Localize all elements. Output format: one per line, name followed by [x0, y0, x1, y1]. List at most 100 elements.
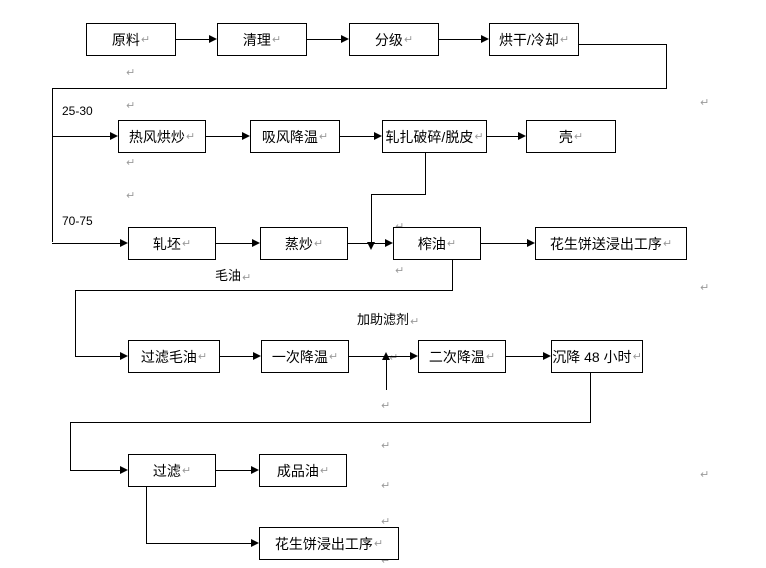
edge-filtercrude-cool1	[220, 356, 253, 357]
node-drycool[interactable]: 烘干/冷却↵	[489, 23, 579, 56]
edge-filter-product	[216, 470, 251, 471]
arrowhead-icon	[527, 239, 535, 247]
node-settle-label: 沉降 48 小时	[552, 348, 632, 365]
node-shell-label: 壳	[558, 128, 573, 145]
node-product-label: 成品油	[276, 462, 319, 479]
edge-label-crude-oil: 毛油↵	[215, 269, 251, 284]
node-steamfry-label: 蒸炒	[284, 235, 313, 252]
paragraph-mark-icon: ↵	[181, 465, 192, 477]
paragraph-mark-icon: ↵	[197, 351, 208, 363]
node-raw-label: 原料	[111, 31, 140, 48]
node-cool2-label: 二次降温	[428, 348, 485, 365]
edge-press-down-vert	[452, 260, 453, 291]
arrowhead-icon	[251, 539, 259, 547]
node-filter-label: 过滤	[152, 462, 181, 479]
arrowhead-icon	[209, 35, 217, 43]
paragraph-mark-icon: ↵	[126, 190, 136, 202]
node-cake2[interactable]: 花生饼浸出工序↵	[259, 527, 399, 560]
arrowhead-icon	[120, 466, 128, 474]
node-crush-label: 轧扎破碎/脱皮	[385, 128, 474, 145]
paragraph-mark-icon: ↵	[559, 34, 570, 46]
edge-crush-shell	[487, 136, 518, 137]
paragraph-mark-icon: ↵	[700, 97, 710, 109]
paragraph-mark-icon: ↵	[395, 265, 405, 277]
edge-drycool-return-vert	[666, 44, 667, 89]
arrowhead-icon	[251, 466, 259, 474]
arrowhead-icon	[374, 132, 382, 140]
node-cake1[interactable]: 花生饼送浸出工序↵	[535, 227, 687, 260]
node-hotroast[interactable]: 热风烘炒↵	[118, 120, 206, 153]
node-settle[interactable]: 沉降 48 小时↵	[551, 340, 643, 373]
node-flake-label: 轧坯	[152, 235, 181, 252]
edge-clean-grade	[307, 39, 341, 40]
node-shell[interactable]: 壳↵	[526, 120, 616, 153]
node-grade-label: 分级	[374, 31, 403, 48]
paragraph-mark-icon: ↵	[389, 352, 399, 364]
edge-cool2-settle	[506, 356, 543, 357]
node-filter[interactable]: 过滤↵	[128, 454, 216, 487]
edge-crush-down-horiz	[371, 194, 426, 195]
paragraph-mark-icon: ↵	[126, 157, 136, 169]
paragraph-mark-icon: ↵	[700, 282, 710, 294]
paragraph-mark-icon: ↵	[381, 440, 391, 452]
paragraph-mark-icon: ↵	[381, 516, 391, 528]
edge-filter-to-cake2-horiz	[146, 543, 251, 544]
node-steamfry[interactable]: 蒸炒↵	[260, 227, 348, 260]
arrowhead-icon	[341, 35, 349, 43]
edge-raw-clean	[176, 39, 209, 40]
node-clean[interactable]: 清理↵	[217, 23, 307, 56]
node-cake2-label: 花生饼浸出工序	[274, 535, 373, 552]
node-press[interactable]: 榨油↵	[393, 227, 481, 260]
edge-drycool-return-top	[579, 44, 667, 45]
arrowhead-icon	[120, 352, 128, 360]
node-crush[interactable]: 轧扎破碎/脱皮↵	[382, 120, 487, 153]
node-cool2[interactable]: 二次降温↵	[418, 340, 506, 373]
node-cake1-label: 花生饼送浸出工序	[549, 235, 662, 252]
arrowhead-icon	[385, 239, 393, 247]
arrowhead-icon	[110, 132, 118, 140]
arrowhead-icon	[252, 239, 260, 247]
edge-grade-drycool	[439, 39, 481, 40]
paragraph-mark-icon: ↵	[410, 316, 420, 328]
edge-drycool-return-bottom	[52, 88, 667, 89]
node-product[interactable]: 成品油↵	[259, 454, 347, 487]
paragraph-mark-icon: ↵	[373, 538, 384, 550]
node-cool1-label: 一次降温	[271, 348, 328, 365]
arrowhead-icon	[242, 132, 250, 140]
edge-press-down-horiz	[75, 290, 453, 291]
paragraph-mark-icon: ↵	[700, 469, 710, 481]
paragraph-mark-icon: ↵	[381, 480, 391, 492]
edge-label-filter-aid-text: 加助滤剂	[357, 312, 410, 327]
edge-hotroast-aircool	[206, 136, 242, 137]
node-cool1[interactable]: 一次降温↵	[261, 340, 349, 373]
paragraph-mark-icon: ↵	[328, 351, 339, 363]
node-raw[interactable]: 原料↵	[86, 23, 176, 56]
edge-filter-aid-vert	[386, 360, 387, 390]
arrowhead-icon	[367, 242, 375, 250]
arrowhead-icon	[410, 352, 418, 360]
paragraph-mark-icon: ↵	[573, 131, 584, 143]
node-flake[interactable]: 轧坯↵	[128, 227, 216, 260]
node-drycool-label: 烘干/冷却	[498, 31, 559, 48]
paragraph-mark-icon: ↵	[381, 400, 391, 412]
node-grade[interactable]: 分级↵	[349, 23, 439, 56]
node-filtercrude-label: 过滤毛油	[140, 348, 197, 365]
edge-feeder-spine	[52, 88, 53, 242]
paragraph-mark-icon: ↵	[381, 555, 391, 567]
paragraph-mark-icon: ↵	[632, 351, 642, 363]
edge-into-filter	[70, 470, 120, 471]
edge-spine-flake	[52, 243, 120, 244]
paragraph-mark-icon: ↵	[319, 465, 330, 477]
paragraph-mark-icon: ↵	[313, 238, 324, 250]
paragraph-mark-icon: ↵	[181, 238, 192, 250]
node-filtercrude[interactable]: 过滤毛油↵	[128, 340, 220, 373]
node-aircool[interactable]: 吸风降温↵	[250, 120, 340, 153]
paragraph-mark-icon: ↵	[271, 34, 282, 46]
edge-crush-to-press-vert	[371, 194, 372, 242]
paragraph-mark-icon: ↵	[185, 131, 196, 143]
edge-label-temp-flake: 70-75	[62, 214, 93, 228]
paragraph-mark-icon: ↵	[485, 351, 496, 363]
node-press-label: 榨油	[417, 235, 446, 252]
arrowhead-icon	[120, 239, 128, 247]
edge-settle-to-filter-vert	[70, 422, 71, 470]
